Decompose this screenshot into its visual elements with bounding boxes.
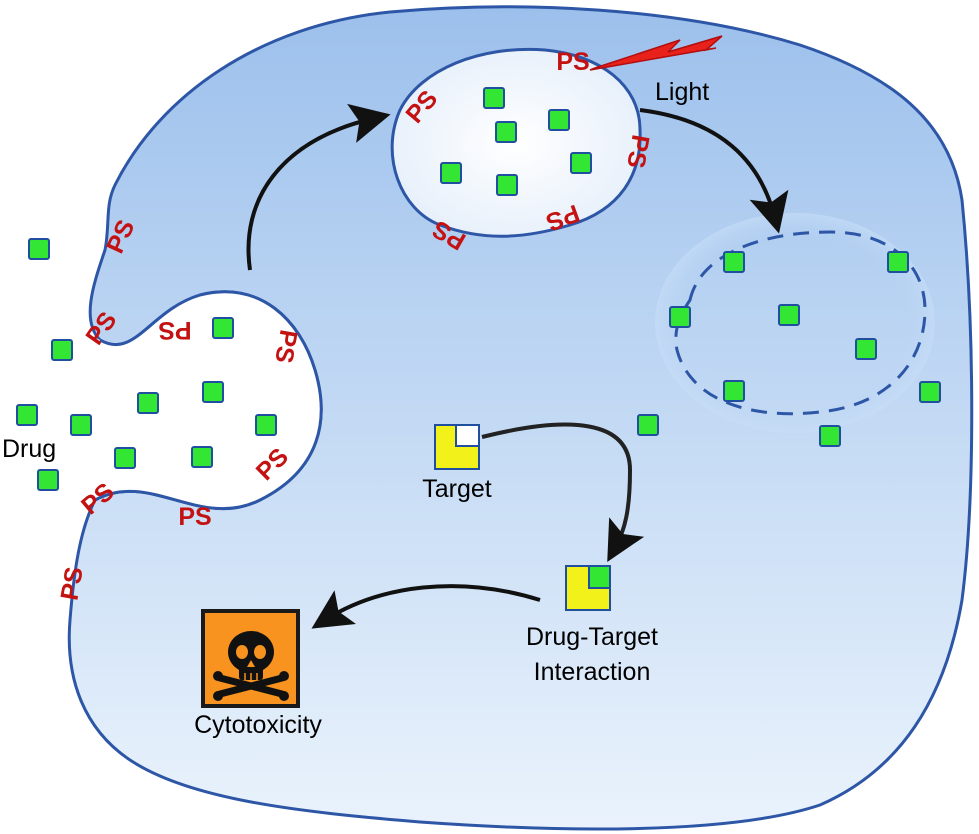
arrow-to-interaction: [481, 422, 645, 562]
drug-molecule: [212, 317, 234, 339]
lightning-icon: [589, 35, 723, 71]
target-label: Target: [422, 475, 492, 503]
drug-molecule: [778, 304, 800, 326]
cytotoxicity-label: Cytotoxicity: [194, 711, 322, 739]
drug-molecule: [548, 109, 570, 131]
drug-molecule: [51, 339, 73, 361]
ruptured-vesicle: [674, 230, 927, 416]
drug-molecule: [16, 404, 38, 426]
arrow-to-cytotoxicity: [311, 584, 541, 629]
drug-label: Drug: [2, 435, 56, 463]
ps-label: PS: [556, 48, 589, 76]
endosome: [390, 47, 642, 238]
ps-label: PS: [178, 503, 211, 531]
drug-molecule: [496, 174, 518, 196]
endocytic-pocket: [0, 291, 322, 512]
arrow-to-release: [639, 108, 789, 234]
drug-molecule: [483, 87, 505, 109]
light-label: Light: [655, 78, 709, 106]
drug-molecule: [137, 392, 159, 414]
arrow-to-endosome: [246, 103, 391, 271]
drug-molecule: [440, 162, 462, 184]
target-icon: [434, 424, 480, 470]
skull-crossbones-icon: [213, 631, 289, 701]
ps-label: PS: [158, 316, 191, 344]
drug-molecule: [28, 238, 50, 260]
drug-molecule: [495, 121, 517, 143]
drug-molecule: [637, 414, 659, 436]
drug-target-label-line2: Interaction: [534, 658, 651, 686]
drug-molecule: [723, 251, 745, 273]
drug-molecule: [819, 425, 841, 447]
drug-molecule: [669, 306, 691, 328]
drug-molecule: [723, 380, 745, 402]
ps-label: PS: [621, 133, 654, 171]
ps-label: PS: [55, 565, 88, 603]
pocket-membrane: [94, 290, 323, 511]
drug-molecule: [70, 414, 92, 436]
ps-label: PS: [269, 328, 302, 366]
hazard-sign: [201, 609, 300, 708]
drug-molecules: [16, 87, 941, 491]
drug-target-icon: [565, 565, 611, 611]
drug-molecule: [114, 447, 136, 469]
drug-molecule: [887, 251, 909, 273]
drug-molecule: [255, 414, 277, 436]
drug-molecule: [855, 338, 877, 360]
drug-molecule: [202, 381, 224, 403]
drug-molecule: [37, 469, 59, 491]
drug-molecule: [919, 381, 941, 403]
drug-molecule: [191, 446, 213, 468]
drug-target-label-line1: Drug-Target: [526, 623, 658, 651]
drug-molecule: [570, 152, 592, 174]
